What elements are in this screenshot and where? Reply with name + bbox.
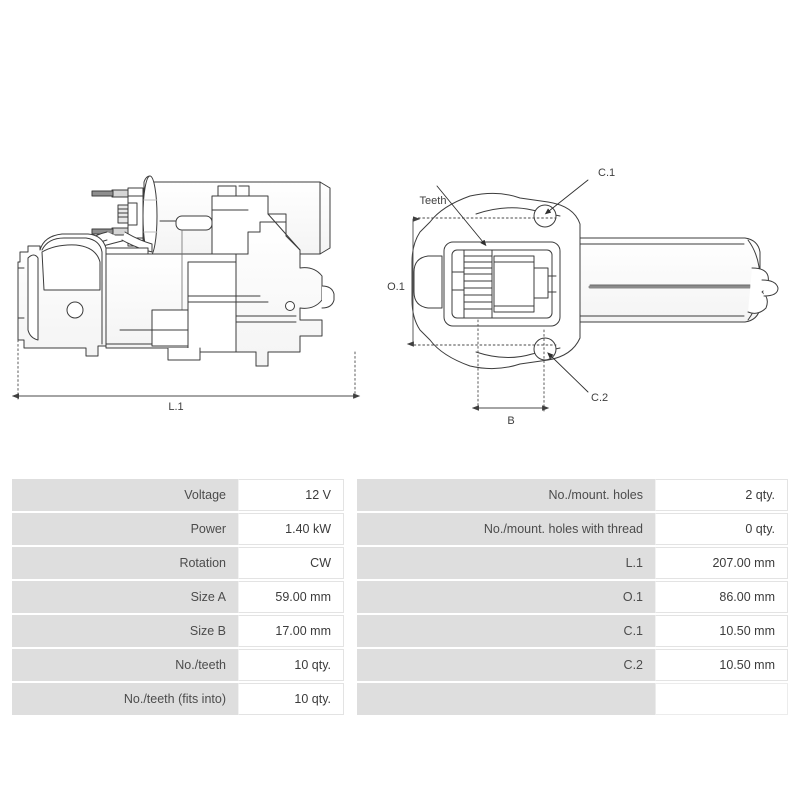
dimension-label-L1: L.1 [168, 401, 183, 413]
table-row: No./teeth 10 qty. C.2 10.50 mm [12, 649, 788, 681]
spec-value: 10.50 mm [655, 615, 788, 647]
table-row: Size B 17.00 mm C.1 10.50 mm [12, 615, 788, 647]
spec-label: No./mount. holes with thread [357, 513, 655, 545]
spec-value: 0 qty. [655, 513, 788, 545]
spec-table-grid: Voltage 12 V No./mount. holes 2 qty. Pow… [12, 477, 788, 717]
table-row: Size A 59.00 mm O.1 86.00 mm [12, 581, 788, 613]
column-gap [344, 615, 357, 647]
spec-value: 1.40 kW [238, 513, 344, 545]
table-row: Rotation CW L.1 207.00 mm [12, 547, 788, 579]
spec-value: 10.50 mm [655, 649, 788, 681]
spec-label: Power [12, 513, 238, 545]
callout-label-teeth: Teeth [420, 195, 447, 207]
spec-value: 86.00 mm [655, 581, 788, 613]
table-row: Power 1.40 kW No./mount. holes with thre… [12, 513, 788, 545]
spec-label: No./teeth (fits into) [12, 683, 238, 715]
column-gap [344, 649, 357, 681]
spec-value: CW [238, 547, 344, 579]
spec-label: No./mount. holes [357, 479, 655, 511]
spec-value: 10 qty. [238, 649, 344, 681]
spec-label: No./teeth [12, 649, 238, 681]
spec-label: Rotation [12, 547, 238, 579]
spec-value: 59.00 mm [238, 581, 344, 613]
spec-label: Size A [12, 581, 238, 613]
dimension-label-B: B [507, 415, 514, 427]
spec-label: L.1 [357, 547, 655, 579]
dimension-label-O1: O.1 [387, 281, 405, 293]
spec-value: 2 qty. [655, 479, 788, 511]
starter-drive-end-view-geometry [411, 192, 779, 370]
column-gap [344, 581, 357, 613]
spec-label-empty [357, 683, 655, 715]
spec-value: 10 qty. [238, 683, 344, 715]
spec-label: Size B [12, 615, 238, 647]
dimension-O1 [406, 216, 557, 347]
table-row: No./teeth (fits into) 10 qty. [12, 683, 788, 715]
specification-table: Voltage 12 V No./mount. holes 2 qty. Pow… [12, 477, 788, 717]
spec-value: 17.00 mm [238, 615, 344, 647]
spec-label: C.1 [357, 615, 655, 647]
starter-side-view-geometry [17, 175, 335, 367]
callout-label-C1: C.1 [598, 167, 615, 179]
dimension-L1 [11, 339, 361, 401]
spec-label: Voltage [12, 479, 238, 511]
spec-value: 207.00 mm [655, 547, 788, 579]
spec-value-empty [655, 683, 788, 715]
table-row: Voltage 12 V No./mount. holes 2 qty. [12, 479, 788, 511]
spec-table-body: Voltage 12 V No./mount. holes 2 qty. Pow… [12, 479, 788, 715]
callout-label-C2: C.2 [591, 392, 608, 404]
column-gap [344, 479, 357, 511]
callout-leaders [436, 179, 589, 393]
spec-label: C.2 [357, 649, 655, 681]
dimension-B [471, 319, 550, 413]
column-gap [344, 683, 357, 715]
technical-drawings: L.1 O.1 B Teeth C.1 C.2 [11, 167, 779, 427]
spec-value: 12 V [238, 479, 344, 511]
column-gap [344, 513, 357, 545]
column-gap [344, 547, 357, 579]
spec-label: O.1 [357, 581, 655, 613]
